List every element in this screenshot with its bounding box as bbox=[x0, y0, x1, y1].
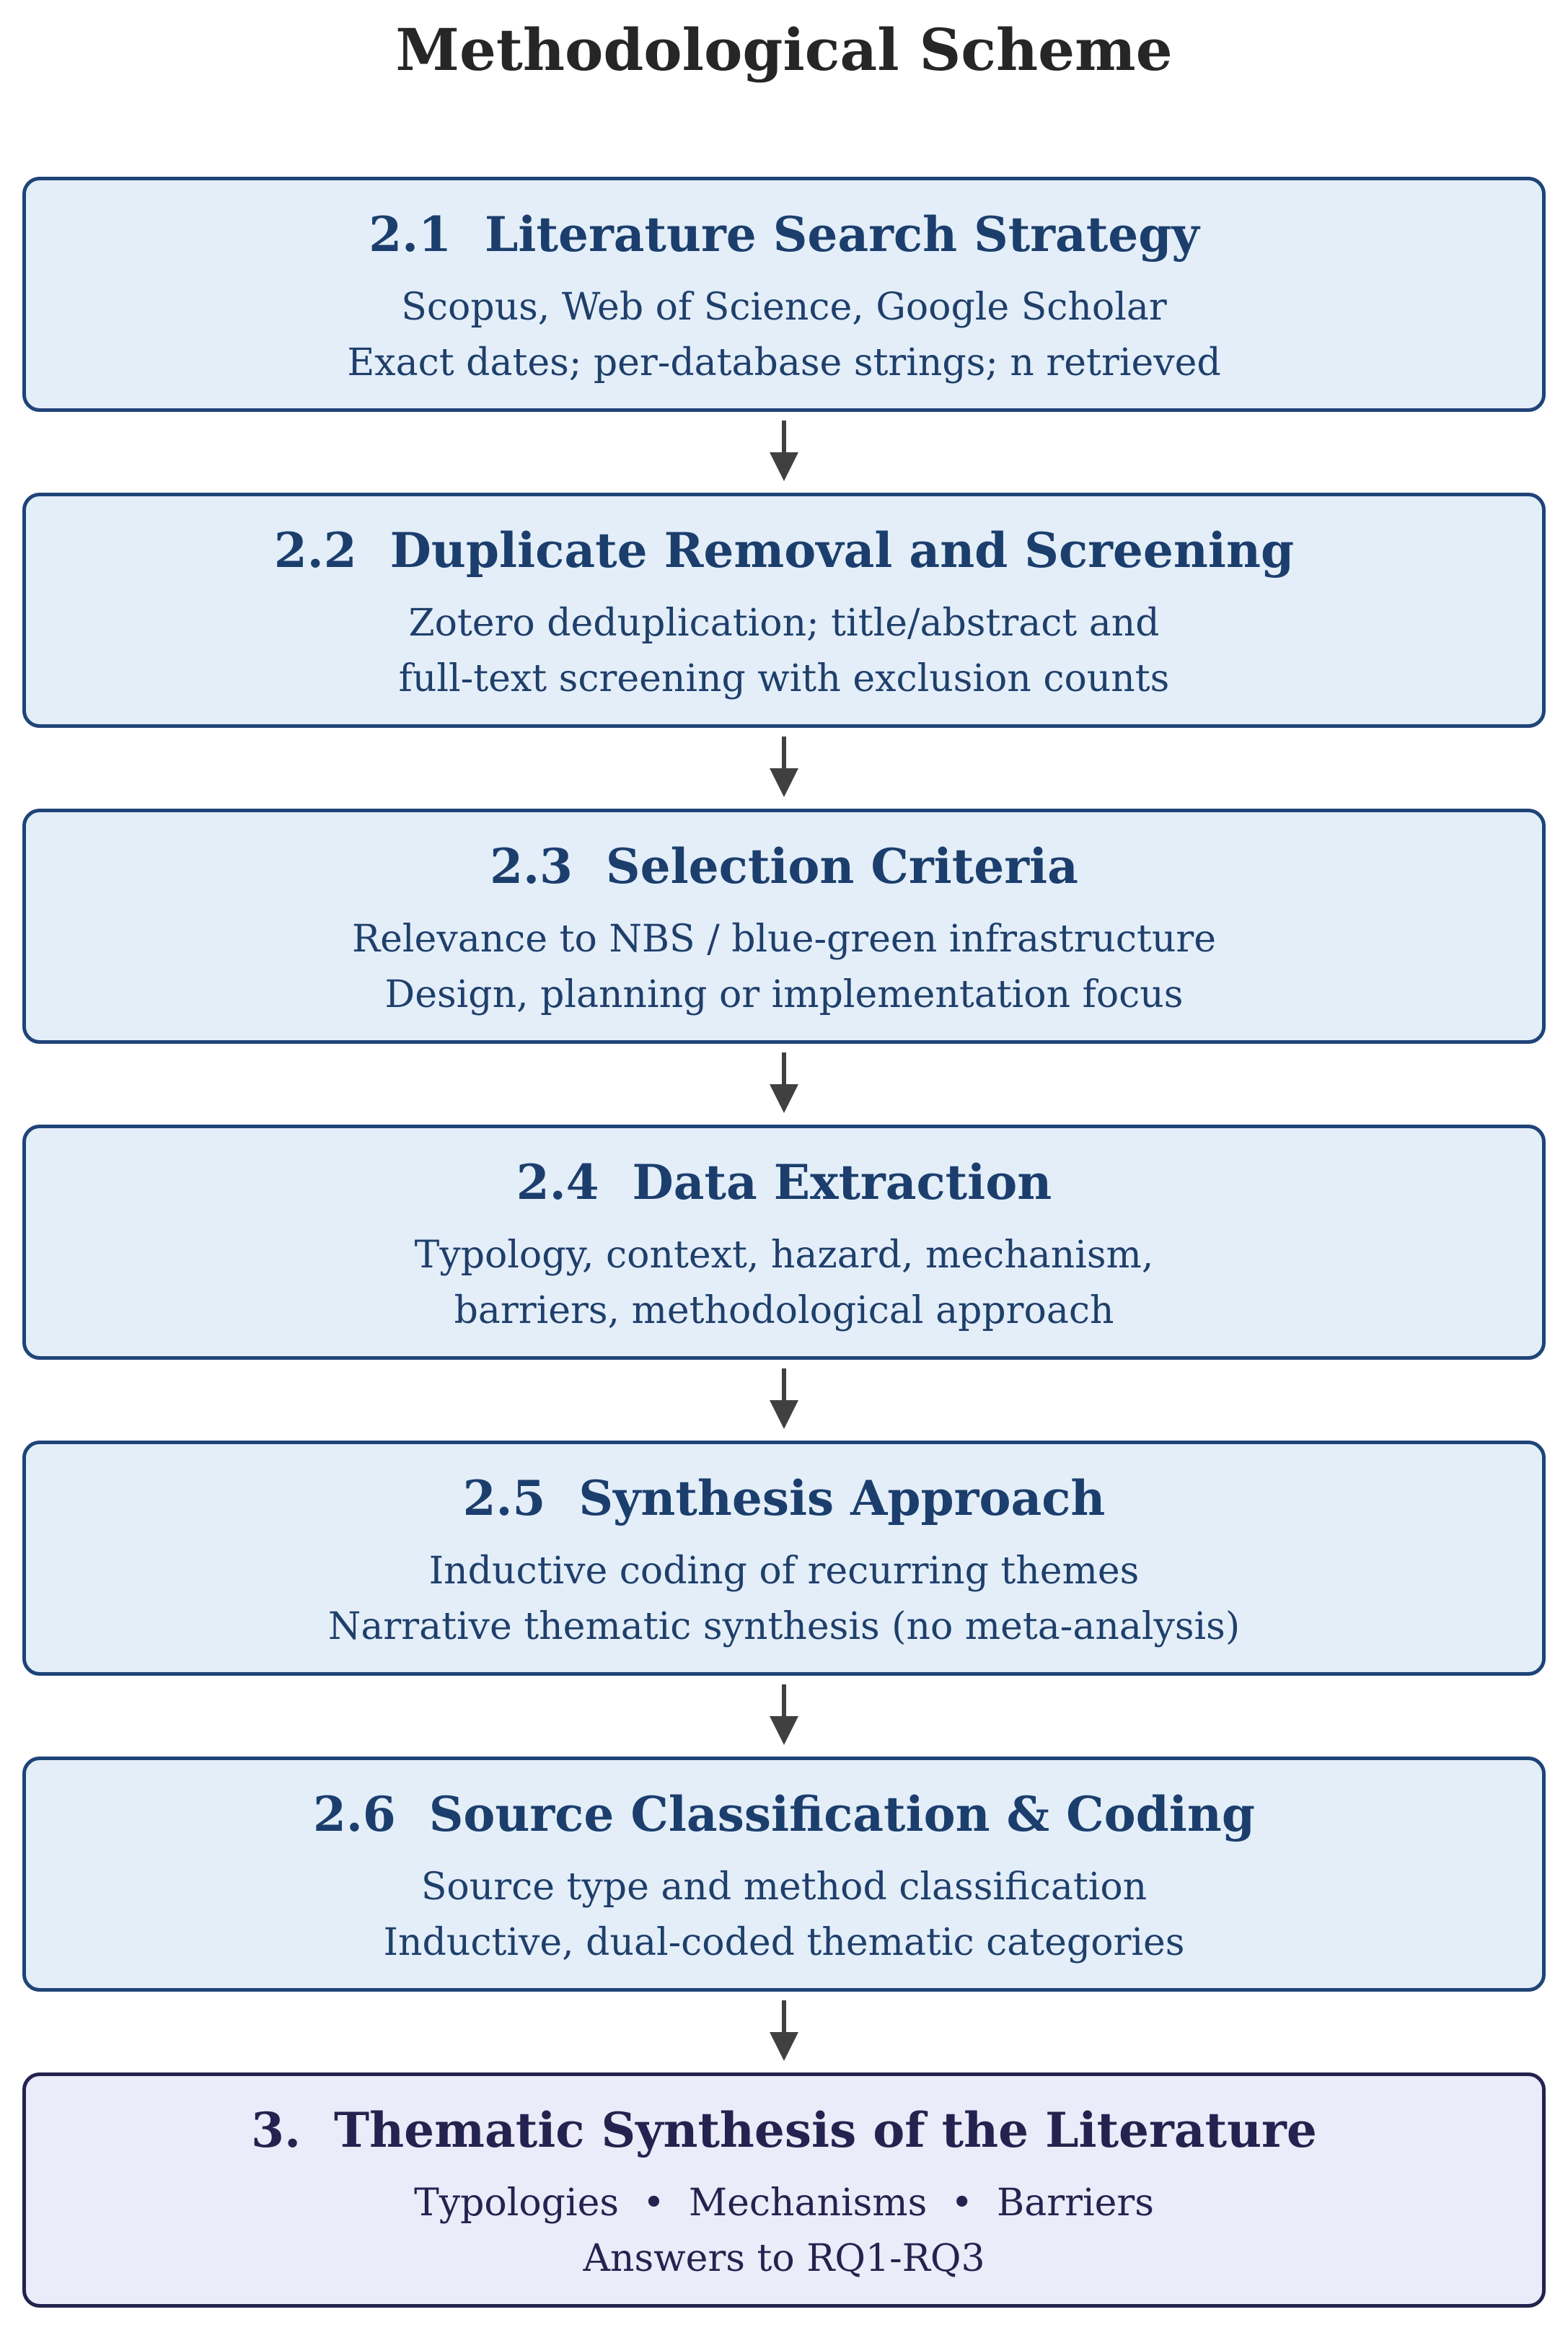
step-2-6-line-1: Source type and method classification bbox=[420, 1865, 1148, 1909]
step-2-2-box: 2.2 Duplicate Removal and Screening Zote… bbox=[22, 493, 1546, 728]
flow-arrow-icon bbox=[770, 421, 798, 481]
step-3-line-2: Answers to RQ1-RQ3 bbox=[583, 2237, 985, 2280]
step-2-4-line-2: barriers, methodological approach bbox=[454, 1289, 1114, 1332]
step-2-1-line-2: Exact dates; per-database strings; n ret… bbox=[347, 341, 1221, 384]
step-2-6-heading: 2.6 Source Classification & Coding bbox=[312, 1786, 1256, 1842]
flow-arrow-icon bbox=[770, 1684, 798, 1745]
step-2-5-box: 2.5 Synthesis Approach Inductive coding … bbox=[22, 1441, 1546, 1676]
step-2-6-line-2: Inductive, dual-coded thematic categorie… bbox=[383, 1921, 1185, 1964]
flow-arrow-icon bbox=[770, 1052, 798, 1113]
flow-arrow-icon bbox=[770, 2000, 798, 2061]
step-2-2-line-1: Zotero deduplication; title/abstract and bbox=[408, 602, 1160, 645]
step-2-5-line-2: Narrative thematic synthesis (no meta-an… bbox=[327, 1605, 1241, 1648]
diagram-title: Methodological Scheme bbox=[395, 16, 1173, 84]
step-2-3-heading: 2.3 Selection Criteria bbox=[490, 838, 1078, 894]
step-2-1-box: 2.1 Literature Search Strategy Scopus, W… bbox=[22, 177, 1546, 412]
flow-arrow-icon bbox=[770, 1368, 798, 1429]
step-2-4-heading: 2.4 Data Extraction bbox=[516, 1154, 1052, 1210]
step-2-2-line-2: full-text screening with exclusion count… bbox=[398, 657, 1170, 700]
flow-arrow-icon bbox=[770, 737, 798, 797]
step-2-3-line-2: Design, planning or implementation focus bbox=[384, 973, 1184, 1016]
step-2-4-box: 2.4 Data Extraction Typology, context, h… bbox=[22, 1125, 1546, 1360]
step-2-1-line-1: Scopus, Web of Science, Google Scholar bbox=[401, 286, 1167, 329]
step-2-5-line-1: Inductive coding of recurring themes bbox=[428, 1549, 1140, 1593]
step-3-box: 3. Thematic Synthesis of the Literature … bbox=[22, 2072, 1546, 2308]
step-2-1-heading: 2.1 Literature Search Strategy bbox=[369, 206, 1199, 263]
step-2-4-line-1: Typology, context, hazard, mechanism, bbox=[414, 1234, 1154, 1277]
step-2-3-box: 2.3 Selection Criteria Relevance to NBS … bbox=[22, 809, 1546, 1044]
step-3-line-1: Typologies • Mechanisms • Barriers bbox=[414, 2181, 1154, 2225]
step-2-2-heading: 2.2 Duplicate Removal and Screening bbox=[273, 522, 1295, 579]
step-2-5-heading: 2.5 Synthesis Approach bbox=[462, 1470, 1106, 1526]
step-2-6-box: 2.6 Source Classification & Coding Sourc… bbox=[22, 1757, 1546, 1992]
step-2-3-line-1: Relevance to NBS / blue-green infrastruc… bbox=[351, 918, 1217, 961]
step-3-heading: 3. Thematic Synthesis of the Literature bbox=[251, 2102, 1317, 2158]
